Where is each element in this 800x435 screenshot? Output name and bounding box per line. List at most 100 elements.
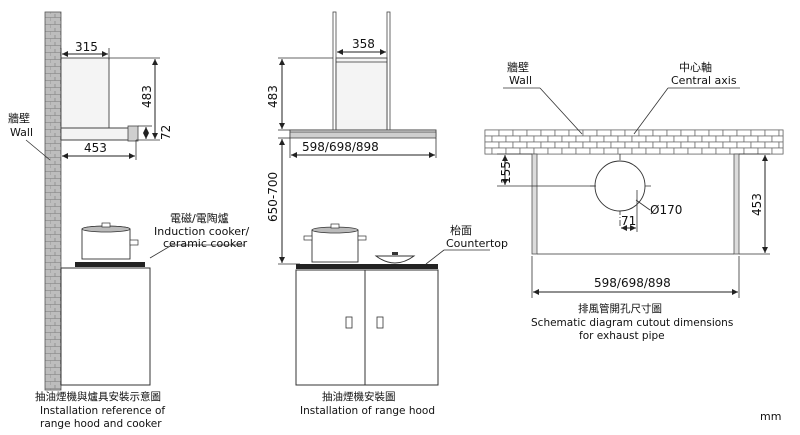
- brick: [659, 147, 675, 155]
- front-view: 358 483 598/698/898 650-700: [266, 11, 508, 417]
- brick: [617, 135, 633, 143]
- brick: [645, 147, 661, 155]
- front-chimney: [335, 57, 388, 131]
- cutout-view: 155 71 Ø170 453 598/698/898 牆壁 Wall 中心軸 …: [484, 60, 784, 342]
- brick: [743, 135, 759, 143]
- brick: [715, 135, 731, 143]
- brick: [778, 129, 784, 137]
- brick: [631, 135, 647, 143]
- brick: [638, 129, 654, 137]
- front-dim-clearance: 650-700: [266, 172, 280, 222]
- side-wall: [44, 11, 62, 391]
- side-view: 315 483 72 453 牆壁 Wall 電磁/電陶爐 Inducti: [8, 11, 250, 430]
- front-cabinet-right: [364, 269, 439, 386]
- brick: [533, 147, 549, 155]
- brick: [694, 141, 710, 149]
- brick: [631, 147, 647, 155]
- brick: [708, 129, 724, 137]
- brick: [736, 129, 752, 137]
- brick: [589, 135, 605, 143]
- front-cabinet-left: [295, 269, 366, 386]
- brick: [484, 135, 493, 143]
- side-cabinet: [60, 267, 151, 386]
- brick: [575, 135, 591, 143]
- brick: [617, 147, 633, 155]
- brick: [484, 147, 493, 155]
- brick: [652, 141, 668, 149]
- brick: [771, 147, 784, 155]
- side-cooker-label-en-2: ceramic cooker: [163, 237, 248, 250]
- brick: [561, 135, 577, 143]
- front-countertop-label-zh: 枱面: [450, 223, 472, 237]
- cutout-axis-label-en: Central axis: [671, 74, 737, 87]
- brick: [547, 147, 563, 155]
- side-cooker-label-zh: 電磁/電陶爐: [170, 211, 229, 225]
- brick: [610, 129, 626, 137]
- side-chimney: [60, 57, 110, 129]
- brick: [778, 141, 784, 149]
- cutout-caption-zh: 排風管開孔尺寸圖: [578, 302, 662, 315]
- brick: [582, 141, 598, 149]
- cutout-axis-label-zh: 中心軸: [679, 60, 712, 74]
- brick: [519, 135, 535, 143]
- cutout-caption-en-2: for exhaust pipe: [579, 330, 665, 342]
- side-wall-label-en: Wall: [10, 126, 33, 139]
- side-wall-label-zh: 牆壁: [8, 111, 30, 125]
- cutout-left-post: [531, 153, 538, 255]
- unit-label: mm: [760, 410, 781, 423]
- brick: [701, 135, 717, 143]
- brick: [666, 141, 682, 149]
- brick: [554, 129, 570, 137]
- brick: [750, 141, 766, 149]
- front-wok-icon: [374, 252, 416, 264]
- front-chimney-outer: [332, 11, 337, 131]
- brick: [687, 135, 703, 143]
- side-hood-lip: [127, 125, 139, 142]
- side-hood-body: [60, 127, 137, 141]
- side-cooktop: [75, 262, 145, 267]
- brick: [575, 147, 591, 155]
- brick: [757, 135, 773, 143]
- brick: [687, 147, 703, 155]
- brick: [568, 141, 584, 149]
- brick: [533, 135, 549, 143]
- cutout-brick-wall: [484, 129, 784, 155]
- brick: [603, 135, 619, 143]
- side-dim-thickness: 72: [159, 125, 173, 140]
- brick: [512, 129, 528, 137]
- brick: [736, 141, 752, 149]
- front-dim-width: 598/698/898: [302, 140, 379, 154]
- brick: [771, 135, 784, 143]
- brick: [708, 141, 724, 149]
- brick: [638, 141, 654, 149]
- brick: [715, 147, 731, 155]
- brick: [561, 147, 577, 155]
- brick: [743, 147, 759, 155]
- brick: [680, 129, 696, 137]
- brick: [624, 141, 640, 149]
- front-countertop: [296, 264, 438, 269]
- side-pot-icon: [81, 222, 139, 260]
- cutout-dim-offset: 71: [621, 214, 636, 228]
- brick: [764, 129, 780, 137]
- brick: [757, 147, 773, 155]
- brick: [750, 129, 766, 137]
- cutout-right-post: [733, 153, 740, 255]
- cutout-hole: [594, 160, 646, 212]
- side-caption-en-1: Installation reference of: [40, 405, 165, 417]
- front-cabinet-handle-left: [345, 316, 353, 329]
- side-dim-depth-total: 453: [84, 141, 107, 155]
- brick: [701, 147, 717, 155]
- brick: [666, 129, 682, 137]
- brick: [540, 141, 556, 149]
- front-pot-icon: [303, 223, 367, 263]
- brick: [624, 129, 640, 137]
- brick: [484, 141, 500, 149]
- brick: [589, 147, 605, 155]
- brick: [484, 129, 500, 137]
- front-cabinet-handle-right: [376, 316, 384, 329]
- front-dim-chimney: 358: [352, 37, 375, 51]
- cutout-dim-top: 155: [499, 161, 513, 184]
- front-caption-en: Installation of range hood: [300, 405, 435, 417]
